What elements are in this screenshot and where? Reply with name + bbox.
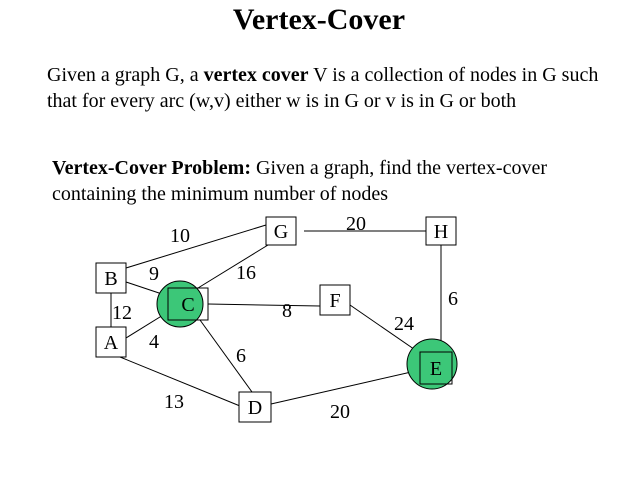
graph-nodes: B A C G H F D E — [95, 216, 458, 423]
node-f: F — [319, 284, 351, 316]
node-label-b: B — [104, 268, 117, 290]
edge-weight-g-h: 20 — [346, 213, 366, 235]
edge-weight-a-d: 13 — [164, 391, 184, 413]
edge-weight-h-e: 6 — [448, 288, 458, 310]
problem-paragraph: Vertex-Cover Problem: Given a graph, fin… — [52, 155, 592, 207]
node-box-c — [167, 287, 209, 321]
edge-d-e — [270, 369, 421, 405]
node-box-f — [319, 284, 351, 316]
definition-paragraph: Given a graph G, a vertex cover V is a c… — [47, 62, 607, 114]
graph-edges — [110, 224, 442, 407]
node-h: H — [425, 216, 457, 246]
edge-weight-c-f: 8 — [282, 300, 292, 322]
node-box-g — [265, 216, 297, 246]
edge-weight-a-c: 4 — [149, 331, 159, 353]
node-box-h — [425, 216, 457, 246]
edge-a-d — [119, 356, 241, 407]
edge-weight-c-d: 6 — [236, 345, 246, 367]
node-label-g: G — [274, 221, 288, 243]
node-label-a: A — [104, 332, 119, 354]
edge-c-f — [207, 303, 321, 307]
edge-weight-f-e: 24 — [394, 313, 414, 335]
page-title: Vertex-Cover — [232, 3, 406, 36]
problem-term: Vertex-Cover Problem: — [52, 157, 252, 179]
node-d: D — [238, 391, 272, 423]
edge-weight-b-c: 9 — [149, 263, 159, 285]
node-label-f: F — [329, 290, 340, 312]
node-box-d — [238, 391, 272, 423]
edge-b-g — [125, 224, 267, 269]
problem-body: Given a graph, find the vertex-cover con… — [52, 157, 548, 205]
definition-term: vertex cover — [203, 64, 309, 86]
node-a: A — [95, 326, 127, 358]
node-box-b — [95, 262, 127, 294]
node-box-a — [95, 326, 127, 358]
node-c: C — [156, 280, 209, 328]
edge-weight-b-a: 12 — [112, 302, 132, 324]
definition-body: V is a collection of nodes in G such tha… — [47, 64, 599, 112]
definition-lead: Given a graph G, a — [47, 64, 204, 86]
node-label-h: H — [434, 221, 448, 243]
node-b: B — [95, 262, 127, 294]
graph-edge-weights: 10 9 12 4 13 16 8 6 20 6 24 20 — [112, 213, 458, 423]
edge-c-g — [197, 244, 269, 289]
edge-f-e — [349, 304, 425, 357]
edge-weight-d-e: 20 — [330, 401, 350, 423]
node-g: G — [265, 216, 297, 246]
node-label-d: D — [248, 397, 262, 419]
node-label-c: C — [181, 294, 194, 316]
node-box-e — [419, 351, 453, 385]
edge-weight-c-g: 16 — [236, 262, 256, 284]
edge-weight-b-g: 10 — [170, 225, 190, 247]
edge-c-d — [199, 319, 253, 393]
node-e: E — [406, 338, 458, 390]
node-label-e: E — [430, 358, 442, 380]
